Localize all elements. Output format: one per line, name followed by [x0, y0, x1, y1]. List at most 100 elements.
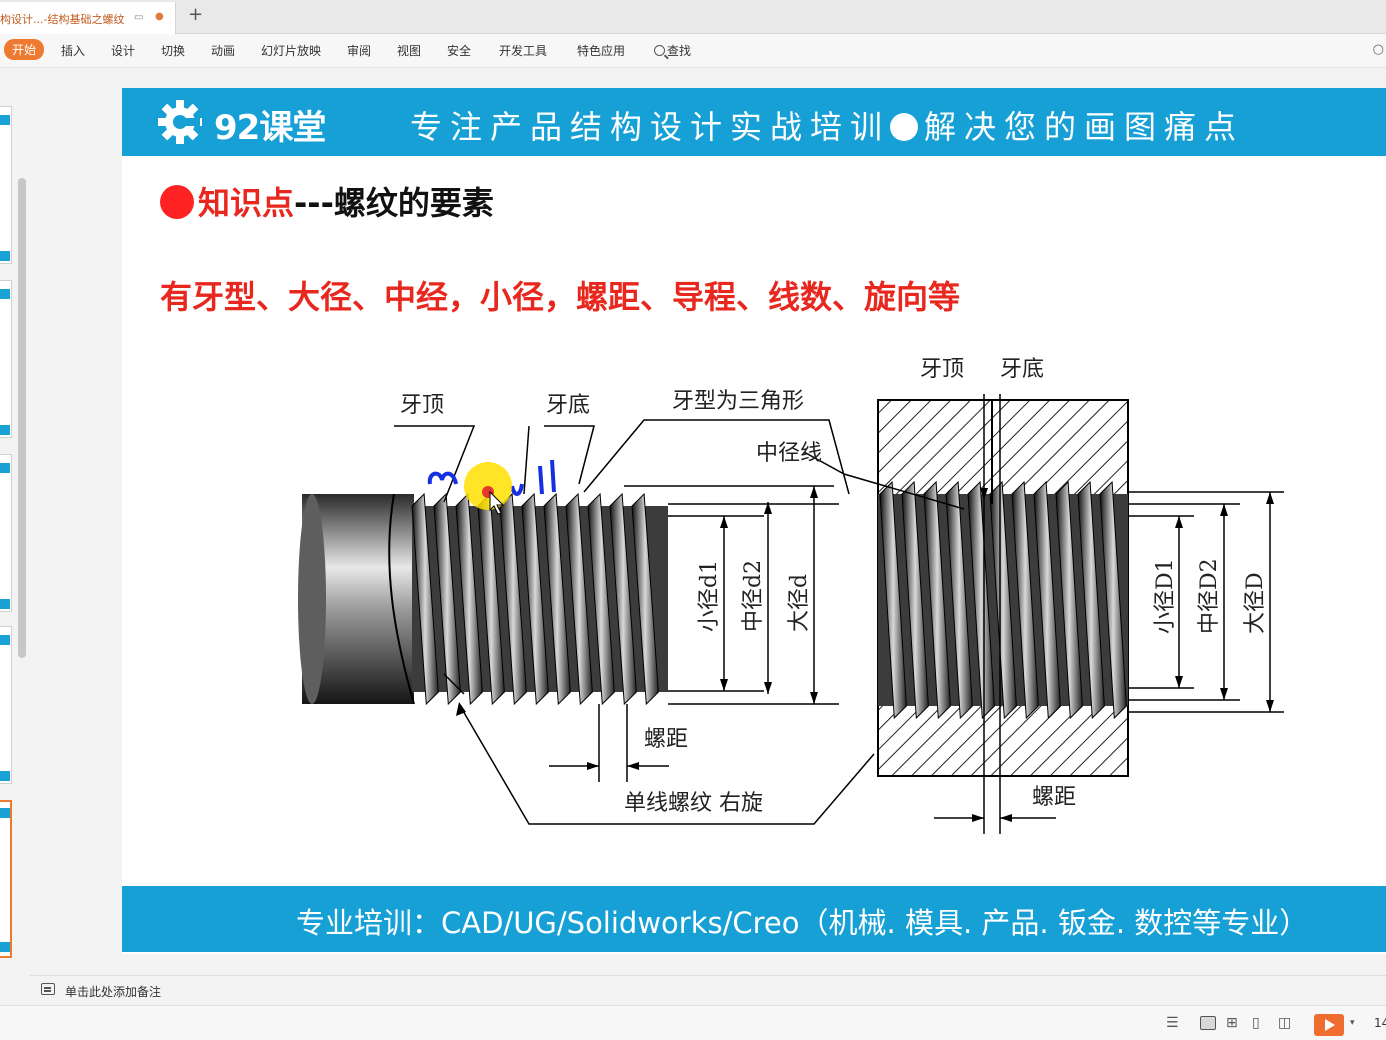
label-pitch-left: 螺距 [644, 727, 688, 752]
bullet-dot-icon [890, 113, 919, 141]
thread-tooth [923, 480, 951, 720]
menu-design[interactable]: 设计 [111, 44, 136, 58]
notes-bar[interactable]: 单击此处添加备注 [30, 975, 1386, 1005]
thread-tooth [587, 492, 615, 706]
label-major-d: 大径d [787, 574, 812, 632]
header-slogan: 专注产品结构设计实战培训解决您的画图痛点 [410, 102, 1244, 148]
thread-tooth [1055, 480, 1083, 720]
left-arrowheads [456, 486, 818, 770]
document-tab[interactable]: 构设计...-结构基础之螺纹 ▭ ● [0, 2, 176, 34]
search-label: 查找 [667, 44, 692, 58]
label-pitch-D: 中径D2 [1197, 558, 1222, 634]
slide-thumbnail[interactable] [0, 280, 12, 438]
slogan-right: 解决您的画图痛点 [924, 108, 1245, 146]
label-major-D: 大径D [1243, 572, 1268, 634]
label-pitch-line: 中径线 [756, 441, 822, 466]
nut-section [877, 394, 1129, 834]
notes-icon [41, 983, 55, 995]
label-pitch-d: 中径d2 [741, 560, 766, 632]
search-button[interactable]: 查找 [654, 42, 691, 59]
label-crest-left: 牙顶 [400, 393, 444, 418]
gear-logo-icon [158, 100, 202, 144]
grid-view-icon[interactable]: ⊞ [1226, 1015, 1238, 1031]
ribbon-menu: 开始 插入 设计 切换 动画 幻灯片放映 审阅 视图 安全 开发工具 特色应用 … [0, 34, 1386, 68]
menu-features[interactable]: 特色应用 [577, 44, 626, 58]
diagram-labels: 牙顶 牙底 牙型为三角形 中径线 牙顶 牙底 螺距 单线螺纹 右旋 螺距 小径d… [400, 357, 1268, 816]
chevron-down-icon[interactable]: ▾ [1350, 1018, 1355, 1028]
thread-tooth [901, 480, 929, 720]
menu-animation[interactable]: 动画 [211, 44, 236, 58]
bolt-shank [298, 493, 415, 705]
menu-start[interactable]: 开始 [4, 39, 45, 60]
presenter-icon[interactable]: ◫ [1278, 1015, 1292, 1031]
reading-view-icon[interactable]: ▯ [1252, 1015, 1260, 1031]
slide-thumbnail[interactable] [0, 454, 12, 612]
red-dot-icon [160, 185, 194, 219]
thread-tooth [1011, 480, 1039, 720]
label-crest-right: 牙顶 [920, 357, 964, 382]
laser-pointer-icon [464, 462, 512, 515]
slide-thumbnail-selected[interactable] [0, 800, 12, 958]
notes-toggle-icon[interactable]: ☰ [1166, 1015, 1179, 1031]
slide-thumbnail[interactable] [0, 626, 12, 784]
thread-elements-text: 有牙型、大径、中经，小径，螺距、导程、线数、旋向等 [160, 278, 961, 316]
label-single-right: 单线螺纹 右旋 [624, 791, 763, 816]
menu-security[interactable]: 安全 [447, 44, 472, 58]
thread-tooth [521, 492, 549, 706]
thumbnail-scrollbar[interactable] [18, 178, 26, 658]
thread-tooth [879, 480, 907, 720]
ink-annotation [427, 459, 556, 496]
thread-diagram: 牙顶 牙底 牙型为三角形 中径线 牙顶 牙底 螺距 单线螺纹 右旋 螺距 小径d… [244, 334, 1310, 880]
thread-tooth [945, 480, 973, 720]
footer-text: 专业培训：CAD/UG/Solidworks/Creo（机械. 模具. 产品. … [296, 906, 1309, 940]
label-minor-D: 小径D1 [1153, 558, 1178, 634]
slide-footer-banner: 专业培训：CAD/UG/Solidworks/Creo（机械. 模具. 产品. … [122, 886, 1386, 952]
zoom-level[interactable]: 14 [1374, 1016, 1386, 1030]
kp-topic: ---螺纹的要素 [294, 184, 494, 222]
kp-label: 知识点 [198, 184, 295, 222]
search-icon [654, 45, 665, 56]
label-pitch-right: 螺距 [1032, 785, 1076, 810]
label-profile: 牙型为三角形 [672, 389, 804, 414]
thread-tooth [631, 492, 659, 706]
slogan-left: 专注产品结构设计实战培训 [410, 108, 891, 146]
thread-tooth [609, 492, 637, 706]
right-dimension-lines [934, 491, 1284, 819]
label-minor-d: 小径d1 [697, 560, 722, 632]
logo-text: 92课堂 [214, 108, 326, 148]
play-slideshow-button[interactable] [1314, 1014, 1344, 1036]
notes-placeholder: 单击此处添加备注 [65, 985, 162, 999]
thread-tooth [543, 492, 571, 706]
thread-tooth [967, 480, 995, 720]
unsaved-dot-icon: ● [155, 11, 164, 22]
menu-developer[interactable]: 开发工具 [499, 44, 548, 58]
menu-transition[interactable]: 切换 [161, 44, 186, 58]
thread-tooth [433, 492, 461, 706]
label-root-right: 牙底 [1000, 357, 1044, 382]
left-dimension-lines [394, 419, 965, 825]
tab-bar: 构设计...-结构基础之螺纹 ▭ ● + [0, 0, 1386, 34]
right-arrowheads [972, 488, 1274, 822]
knowledge-point-title: 知识点---螺纹的要素 [160, 178, 494, 224]
slide-header-banner: 92课堂 专注产品结构设计实战培训解决您的画图痛点 [122, 88, 1386, 156]
menu-review[interactable]: 审阅 [347, 44, 372, 58]
label-root-left: 牙底 [546, 393, 590, 418]
sync-icon[interactable]: ○ [1372, 42, 1384, 57]
document-tab-title: 构设计...-结构基础之螺纹 [0, 13, 125, 26]
thread-tooth [1099, 480, 1127, 720]
slide-thumbnail-pane [0, 70, 30, 975]
slide-canvas[interactable]: 92课堂 专注产品结构设计实战培训解决您的画图痛点 知识点---螺纹的要素 有牙… [122, 88, 1386, 954]
bolt-threads [411, 492, 668, 706]
thread-tooth [565, 492, 593, 706]
thread-tooth [1077, 480, 1105, 720]
status-bar: ☰ ⊞ ▯ ◫ ▾ 14 [0, 1005, 1386, 1040]
menu-insert[interactable]: 插入 [61, 44, 86, 58]
menu-slideshow[interactable]: 幻灯片放映 [261, 44, 322, 58]
menu-view[interactable]: 视图 [397, 44, 422, 58]
new-tab-button[interactable]: + [188, 4, 204, 25]
thread-tooth [411, 492, 439, 706]
monitor-icon: ▭ [134, 12, 144, 23]
thread-tooth [455, 492, 483, 706]
slide-thumbnail[interactable] [0, 106, 12, 264]
normal-view-icon[interactable] [1200, 1016, 1216, 1030]
